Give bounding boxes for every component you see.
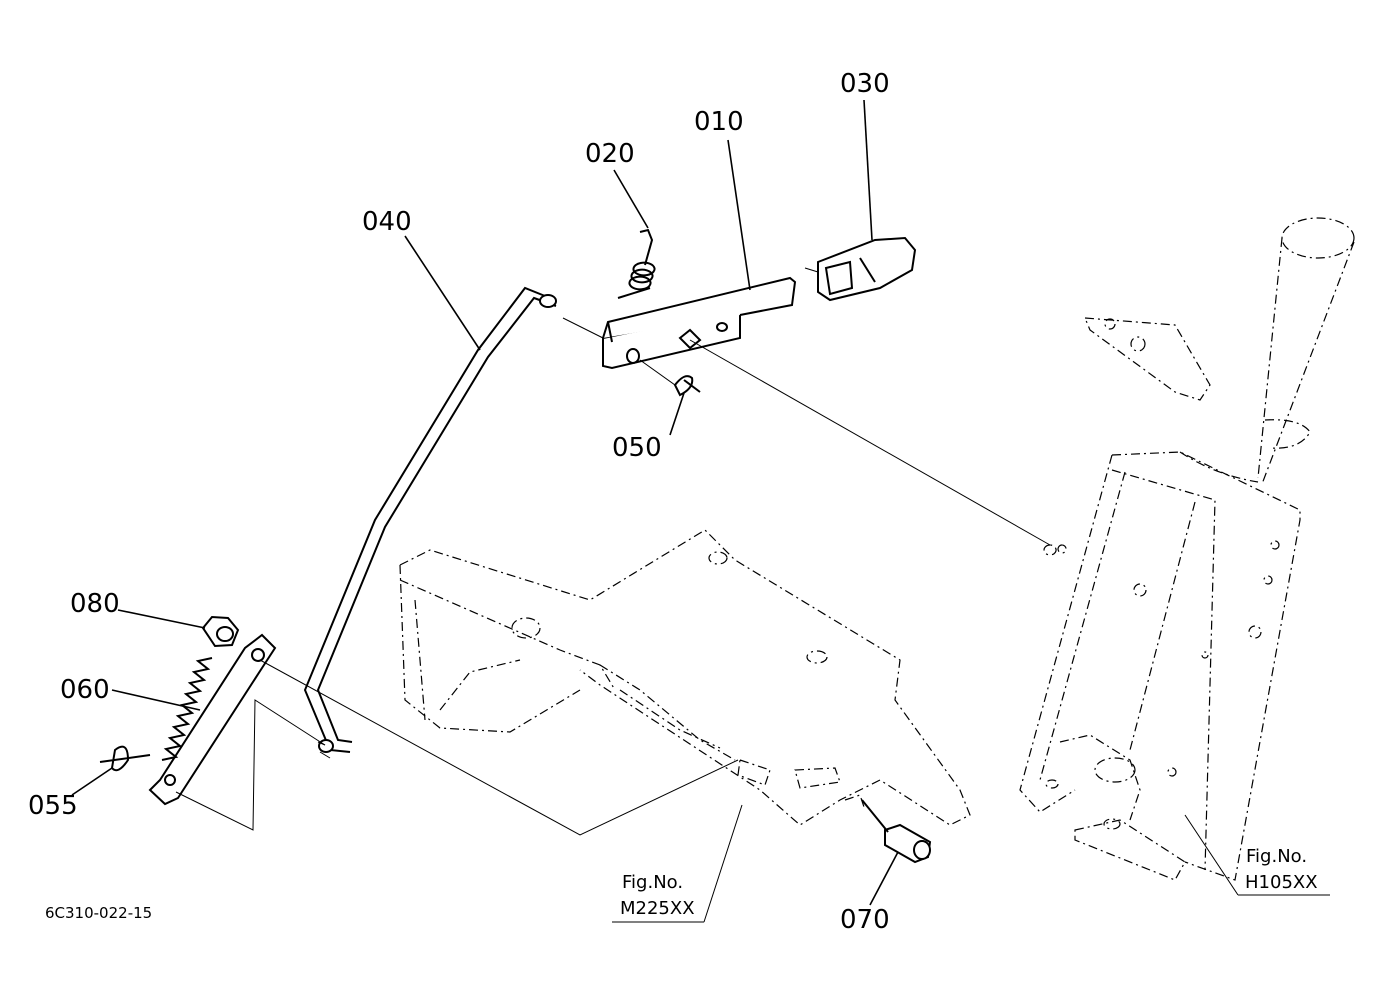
callout-030: 030 [840, 69, 890, 99]
callout-050: 050 [612, 433, 662, 463]
fig-ref-h105-line2: H105XX [1245, 872, 1318, 893]
callout-020: 020 [585, 139, 635, 169]
callout-070: 070 [840, 905, 890, 935]
callout-055: 055 [28, 791, 78, 821]
callout-060: 060 [60, 675, 110, 705]
fig-ref-h105-line1: Fig.No. [1246, 846, 1307, 867]
step-floor-plate [399, 529, 971, 826]
drawing-code: 6C310-022-15 [45, 904, 152, 922]
callout-040: 040 [362, 207, 412, 237]
steering-column-housing [1019, 217, 1355, 881]
fig-ref-m225-line1: Fig.No. [622, 872, 683, 893]
assembly-lines [175, 267, 1067, 836]
figure-references: Fig.No. M225XX Fig.No. H105XX [620, 846, 1318, 919]
callout-leaders [71, 99, 1330, 923]
lock-nut [201, 615, 240, 648]
callout-010: 010 [694, 107, 744, 137]
shift-rod [303, 286, 557, 759]
snap-pin-050 [673, 375, 701, 397]
fig-ref-m225-line2: M225XX [620, 898, 695, 919]
return-spring-bracket [148, 633, 277, 806]
callout-labels: 030 010 020 040 050 080 060 055 070 [28, 69, 890, 935]
torsion-spring [617, 228, 656, 299]
bolt-070 [861, 799, 932, 864]
callout-080: 080 [70, 589, 120, 619]
cotter-pin-055 [99, 745, 151, 772]
shift-knob [817, 236, 917, 302]
shift-lever-plate [602, 276, 797, 370]
